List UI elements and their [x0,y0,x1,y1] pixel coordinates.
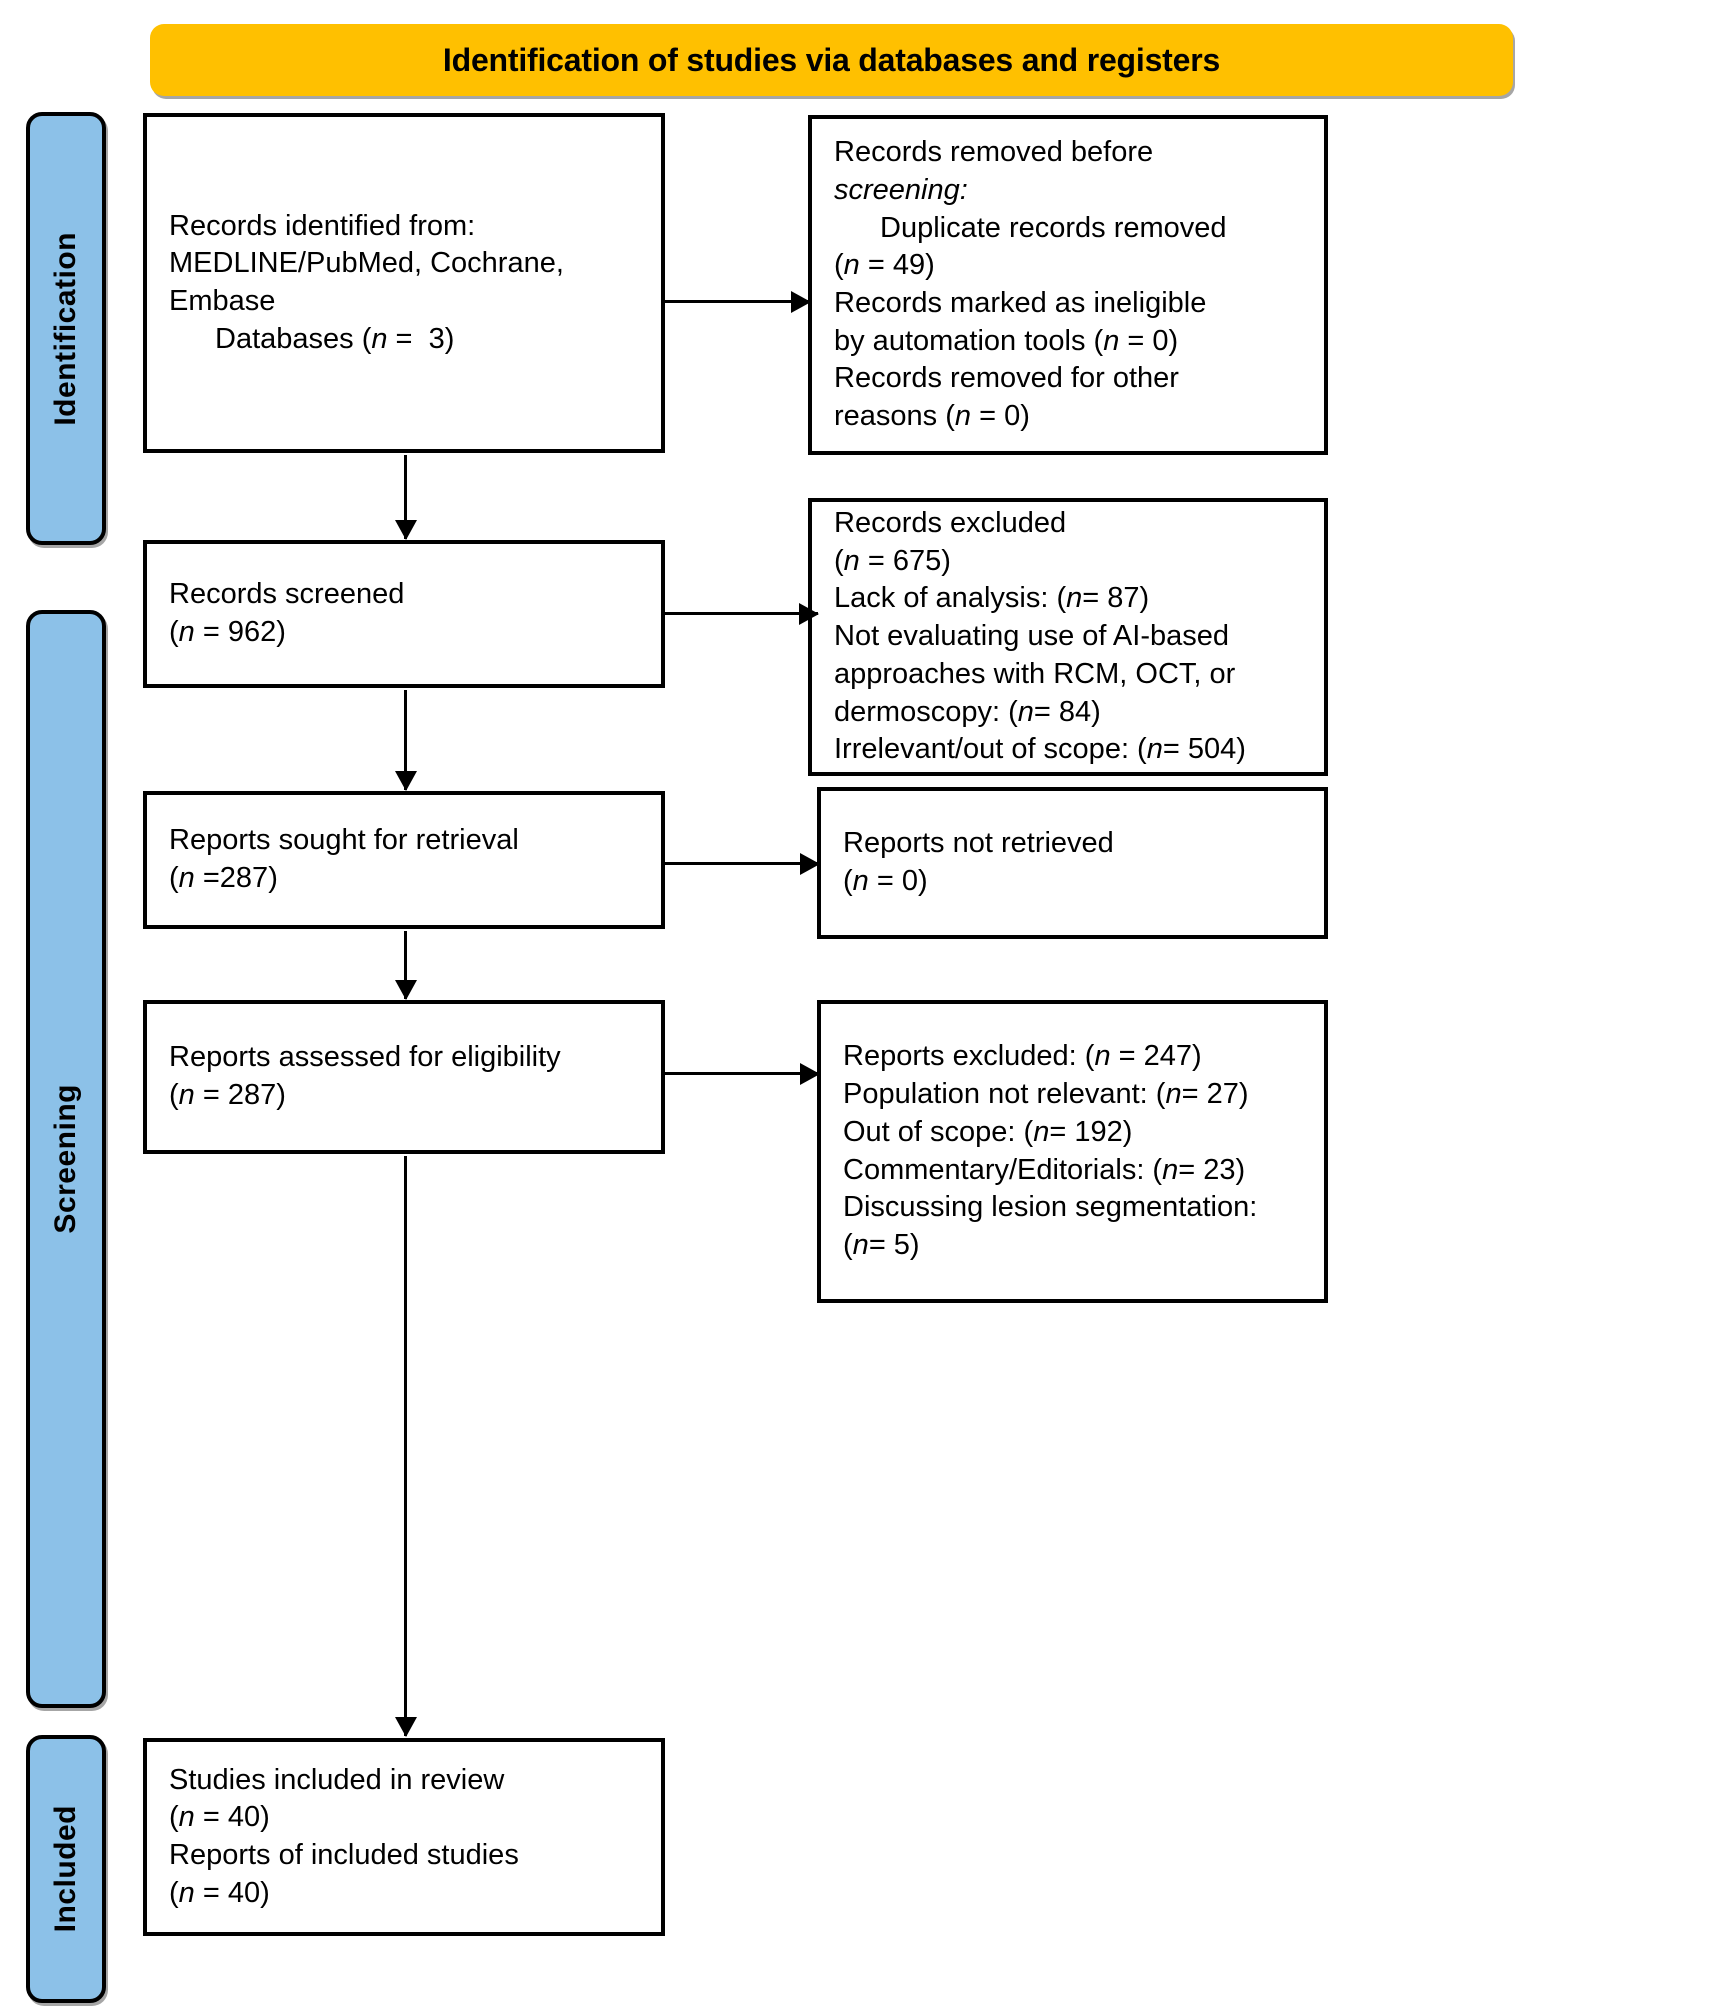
box-text-line: Reports not retrieved [843,827,1114,860]
box-text-line: (n = 287) [169,1079,286,1111]
diagram-header-banner: Identification of studies via databases … [150,24,1513,96]
box-text-line: Records removed for other [834,362,1179,395]
box-records-removed-before-screening: Records removed before screening: Duplicat… [808,115,1328,455]
box-text-line: Records removed before [834,136,1154,169]
box-text-line: Not evaluating use of AI-based [834,620,1229,653]
box-text-line: dermoscopy: (n= 84) [834,695,1101,728]
stage-tab-included-label: Included [49,1805,82,1933]
box-text-line: Databases (n = 3) [215,322,455,355]
stage-tab-identification: Identification [26,112,106,545]
box-text-line: Duplicate records removed [880,211,1227,244]
stage-tab-screening-label: Screening [49,1084,82,1234]
box-text-line: (n = 40) [169,1801,270,1834]
box-text-line: Lack of analysis: (n= 87) [834,582,1150,615]
box-text-line: (n = 962) [169,616,286,648]
box-studies-included-in-review: Studies included in review (n = 40) Report… [143,1738,665,1936]
box-text-line: Reports sought for retrieval [169,824,519,857]
box-reports-sought-for-retrieval: Reports sought for retrieval (n =287) [143,791,665,929]
arrow-right-icon [799,603,819,625]
box-text-line: reasons (n = 0) [834,400,1030,433]
box-text-line: by automation tools (n = 0) [834,324,1179,357]
box-text-line: Reports assessed for eligibility [169,1041,561,1074]
arrow-down-icon [395,1717,417,1737]
box-text-line: Records excluded [834,507,1067,540]
box-reports-not-retrieved: Reports not retrieved (n = 0) [817,787,1328,939]
box-text-line: (n = 0) [843,865,928,897]
box-text-line: (n =287) [169,862,278,894]
arrow-right-icon [800,853,820,875]
box-text-line: Irrelevant/out of scope: (n= 504) [834,733,1246,766]
box-text-line: Records identified from: [169,209,476,242]
box-text-line: (n= 5) [843,1228,920,1261]
box-records-screened: Records screened (n = 962) [143,540,665,688]
stage-tab-identification-label: Identification [49,231,82,426]
box-text-line: Out of scope: (n= 192) [843,1115,1133,1148]
box-text-line: approaches with RCM, OCT, or [834,657,1236,690]
stage-tab-included: Included [26,1735,106,2003]
box-reports-excluded: Reports excluded: (n = 247) Population no… [817,1000,1328,1303]
box-text-line: Reports excluded: (n = 247) [843,1040,1202,1073]
box-text-line: (n = 675) [834,544,951,577]
arrow-down-icon [395,771,417,791]
box-text-line: Discussing lesion segmentation: [843,1191,1258,1224]
box-text-line: Records screened [169,578,405,611]
box-text-line: Studies included in review [169,1763,505,1796]
box-text-line: MEDLINE/PubMed, Cochrane, [169,247,564,280]
box-records-identified: Records identified from: MEDLINE/PubMed, … [143,113,665,453]
box-text-line: (n = 40) [169,1876,270,1909]
box-text-line: Commentary/Editorials: (n= 23) [843,1153,1246,1186]
arrow-down-icon [395,520,417,540]
box-text-line: Records marked as ineligible [834,287,1207,319]
page-title: Identification of studies via databases … [442,41,1221,78]
box-text-line: (n = 49) [834,249,935,282]
box-reports-assessed-for-eligibility: Reports assessed for eligibility (n = 287… [143,1000,665,1154]
stage-tab-screening: Screening [26,610,106,1708]
arrow-right-icon [791,291,811,313]
box-text-line: Population not relevant: (n= 27) [843,1078,1249,1111]
box-text-line: screening: [834,173,968,206]
arrow-right-icon [800,1063,820,1085]
arrow-down-icon [395,980,417,1000]
box-records-excluded: Records excluded (n = 675) Lack of analysi… [808,498,1328,776]
box-text-line: Reports of included studies [169,1839,519,1871]
box-text-line: Embase [169,285,276,317]
